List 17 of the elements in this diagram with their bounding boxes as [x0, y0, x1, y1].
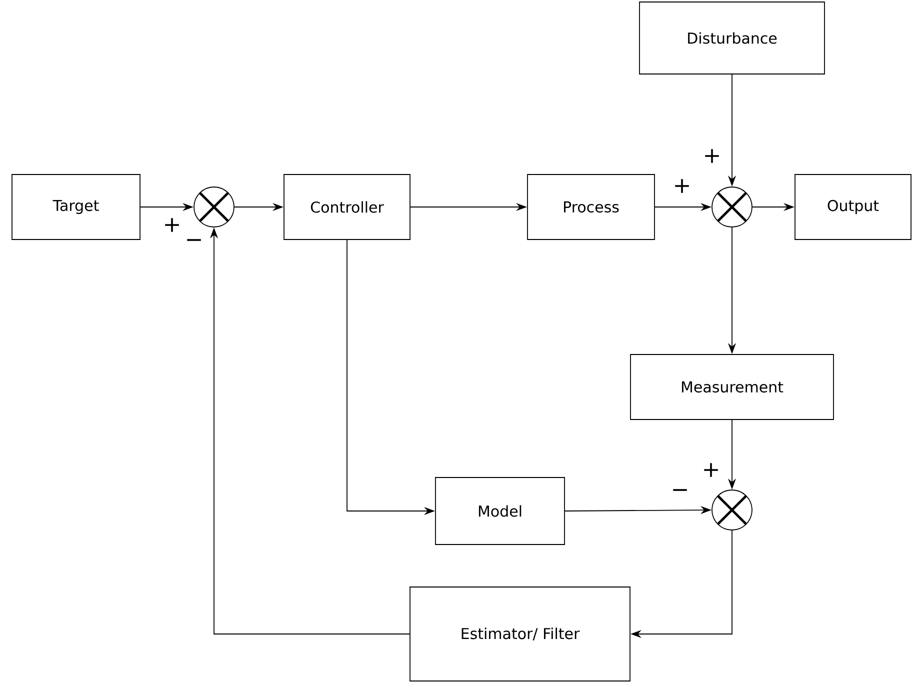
summing-junction [712, 186, 752, 228]
block-box: Controller [284, 174, 410, 240]
block-box: Measurement [630, 354, 834, 420]
summing-junction [194, 186, 234, 228]
sign-label: + [702, 148, 722, 164]
block-box: Model [435, 477, 565, 545]
sign-label: + [672, 178, 692, 194]
sign-label: − [184, 238, 204, 248]
block-box: Estimator/ Filter [410, 586, 630, 682]
sign-label: − [670, 488, 690, 498]
summing-junction [712, 490, 752, 530]
block-box: Target [12, 174, 140, 240]
sign-label: + [700, 462, 722, 478]
sign-label: + [162, 217, 182, 233]
block-box: Process [527, 174, 655, 240]
block-box: Output [794, 174, 912, 240]
block-box: Disturbance [639, 2, 825, 74]
